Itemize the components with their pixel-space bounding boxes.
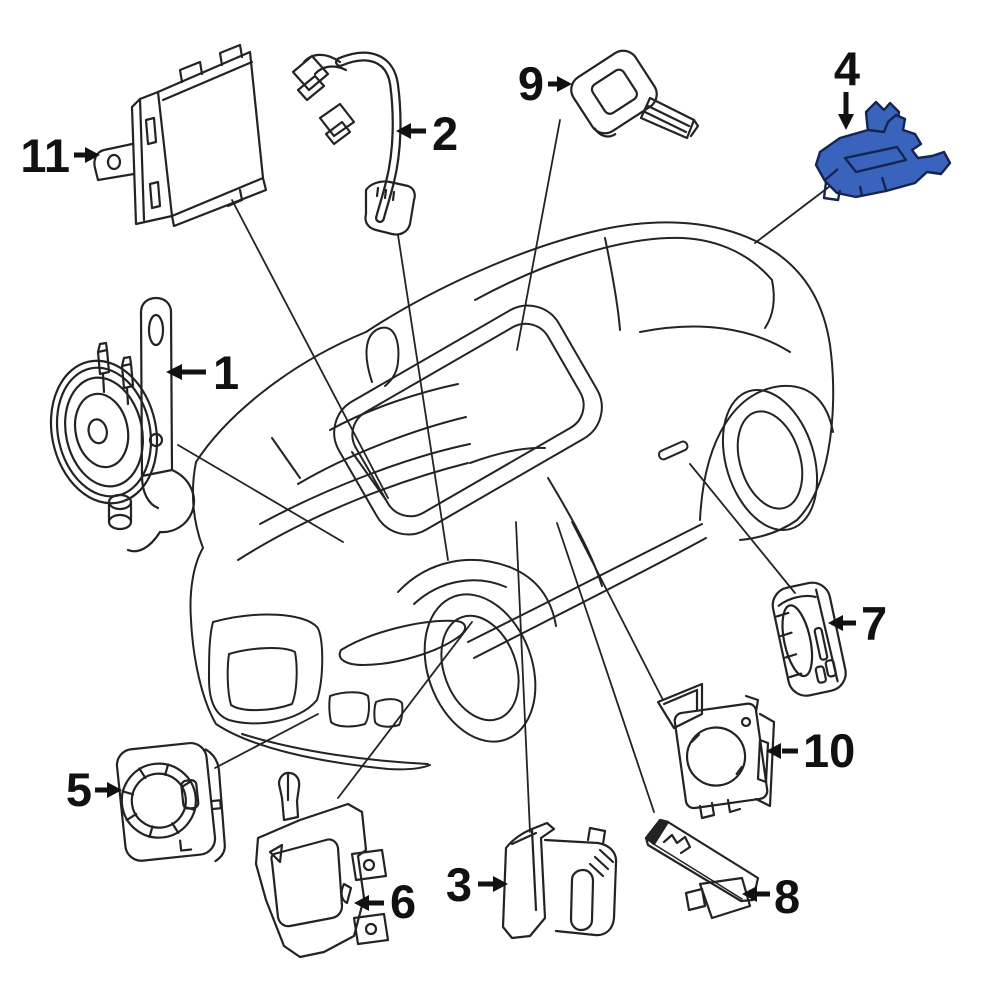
callout-7-arrow: [828, 615, 843, 631]
car-windshield: [351, 322, 585, 518]
car-roof-and-rear-deck: [365, 221, 835, 521]
callout-7-label[interactable]: 7: [861, 597, 887, 650]
callout-8-label[interactable]: 8: [774, 870, 800, 923]
callout-10-arrow: [766, 743, 781, 759]
callout-9-arrow: [557, 76, 572, 92]
callout-10[interactable]: 10: [766, 724, 855, 777]
callout-8-arrow: [742, 886, 757, 902]
callout-4[interactable]: 4: [834, 42, 860, 130]
callout-5-label[interactable]: 5: [66, 763, 92, 816]
car-front-face: [189, 461, 431, 771]
callout-4-arrow: [838, 114, 854, 130]
leader-line-1: [177, 444, 344, 543]
callout-2-label[interactable]: 2: [432, 107, 458, 160]
leader-line-11: [231, 199, 389, 499]
car-side-mirror: [365, 326, 400, 387]
callout-3-label[interactable]: 3: [446, 858, 472, 911]
car-door-handle: [657, 440, 689, 461]
part-8-antenna-drawing: [644, 818, 760, 920]
part-5-siren-drawing: [115, 741, 226, 863]
callout-6-arrow: [354, 895, 369, 911]
callout-6-label[interactable]: 6: [390, 875, 416, 928]
car-front-wheel: [423, 593, 537, 743]
callout-5[interactable]: 5: [66, 763, 122, 816]
callout-5-arrow: [107, 782, 122, 798]
callout-10-label[interactable]: 10: [803, 724, 855, 777]
callout-9[interactable]: 9: [518, 57, 572, 110]
part-6-bracket-drawing: [254, 771, 390, 959]
callout-7[interactable]: 7: [828, 597, 887, 650]
callout-11-label[interactable]: 11: [20, 129, 70, 182]
car-door-line: [547, 477, 603, 587]
callout-3[interactable]: 3: [446, 858, 508, 911]
part-9-key-drawing: [570, 49, 700, 140]
part-3-sensor-module-drawing: [501, 821, 618, 940]
callout-11[interactable]: 11: [20, 129, 100, 182]
callout-1-label[interactable]: 1: [213, 346, 239, 399]
car-grille: [208, 613, 324, 725]
leader-lines: [177, 119, 839, 833]
callout-6[interactable]: 6: [354, 875, 416, 928]
leader-line-8: [556, 522, 655, 813]
leader-line-2: [397, 234, 449, 561]
car-windshield-frame: [333, 304, 603, 536]
callout-1[interactable]: 1: [166, 346, 239, 399]
leader-line-5: [214, 713, 319, 769]
callout-8[interactable]: 8: [742, 870, 800, 923]
part-2-wiring-harness-drawing: [291, 51, 416, 236]
car-illustration: [189, 221, 835, 771]
part-4-body: [814, 113, 952, 199]
leader-line-10: [571, 521, 664, 701]
leader-line-3: [515, 521, 531, 833]
car-headlight: [338, 619, 467, 666]
part-4-highlighted-bracket-drawing[interactable]: [814, 100, 952, 202]
leader-line-9: [516, 119, 561, 351]
car-front-fender-line: [195, 331, 367, 463]
part-10-module-drawing: [656, 682, 776, 820]
leader-line-7: [689, 463, 796, 594]
callout-2-arrow: [396, 123, 411, 139]
callout-9-label[interactable]: 9: [518, 57, 544, 110]
callout-1-arrow: [166, 364, 182, 380]
callout-4-label[interactable]: 4: [834, 42, 860, 95]
part-11-control-module-drawing: [93, 43, 268, 228]
part-7-key-fob-drawing: [771, 581, 847, 697]
callout-2[interactable]: 2: [396, 107, 458, 160]
leader-line-6: [337, 621, 473, 799]
callout-11-arrow: [85, 147, 100, 163]
part-1-horn-drawing: [49, 296, 196, 553]
callout-3-arrow: [493, 876, 508, 892]
car-rear-wheel: [721, 388, 819, 532]
